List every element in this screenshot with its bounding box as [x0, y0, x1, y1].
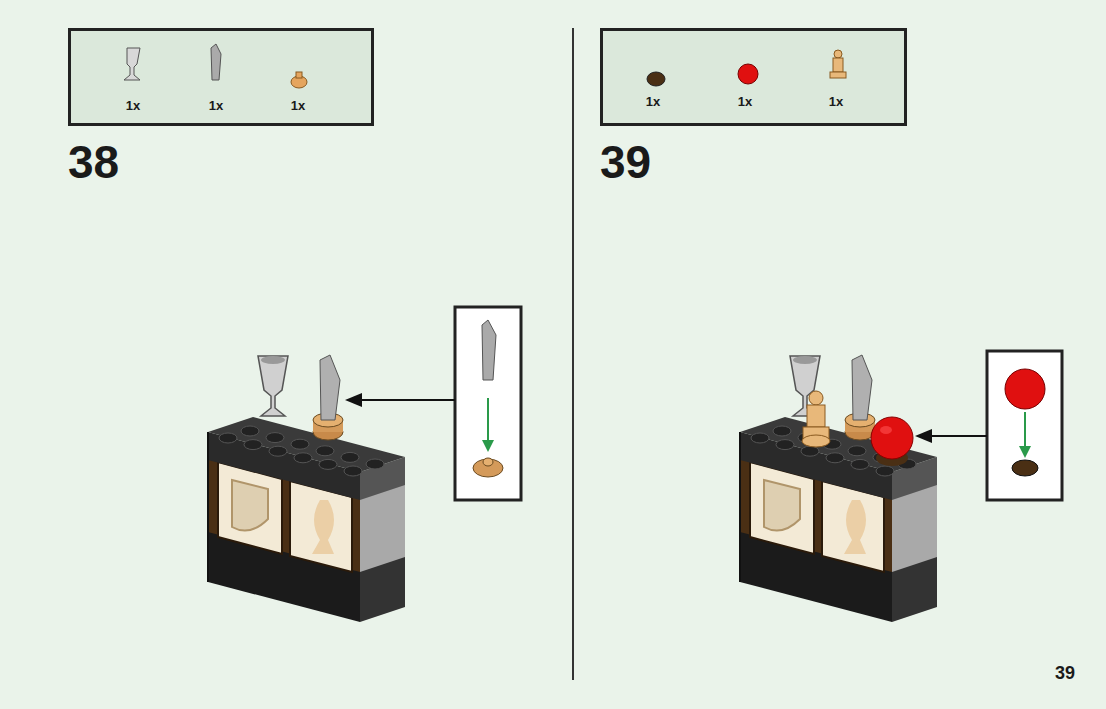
parts-box: 1x 1x 1x: [600, 28, 907, 126]
step-number: 38: [68, 139, 119, 185]
part-count: 1x: [646, 94, 660, 109]
page-number: 39: [1055, 664, 1075, 682]
part-count: 1x: [126, 98, 140, 113]
parts-box: 1x 1x 1x: [68, 28, 374, 126]
part-count: 1x: [209, 98, 223, 113]
part-count: 1x: [738, 94, 752, 109]
part-count: 1x: [291, 98, 305, 113]
part-count: 1x: [829, 94, 843, 109]
step-number: 39: [600, 139, 651, 185]
